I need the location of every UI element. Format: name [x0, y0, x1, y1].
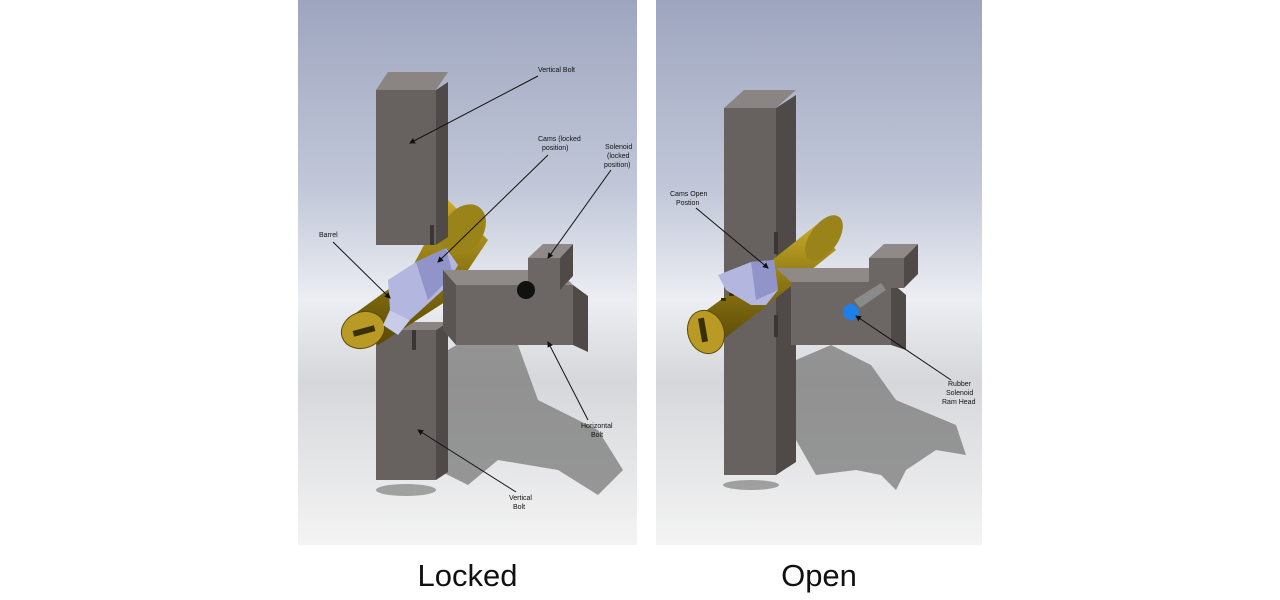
locked-diagram-panel: Vertical Bolt Cams (locked position) Sol… [298, 0, 637, 545]
label-horizontal-line2: Bolt [591, 432, 603, 439]
label-cams-line2: position) [542, 145, 568, 152]
label-horizontal-line1: Horizontal [581, 423, 613, 430]
vertical-bolt-bottom [376, 322, 448, 496]
solenoid-ram-head [517, 281, 535, 299]
cams-locked [383, 248, 458, 335]
label-cams-open-line2: Postion [676, 200, 699, 207]
label-cams-open-line1: Cams Open [670, 191, 707, 198]
solenoid-locked [517, 244, 573, 299]
solenoid-open [843, 244, 918, 320]
label-solenoid-line3: position) [604, 162, 630, 169]
caption-locked: Locked [417, 558, 518, 593]
label-vertical-bolt-top: Vertical Bolt [538, 67, 575, 74]
label-rubber-line2: Solenoid [946, 390, 973, 397]
open-diagram-panel: Cams Open Postion Rubber Solenoid Ram He… [656, 0, 982, 545]
rubber-ram-head [843, 304, 859, 320]
caption-open: Open [781, 558, 857, 593]
leader-arrows [332, 75, 612, 493]
floor-shadow [796, 345, 966, 490]
label-cams-line1: Cams (locked [538, 136, 581, 143]
label-rubber-line1: Rubber [948, 381, 972, 388]
label-solenoid-line2: (locked [607, 153, 630, 160]
label-vertical-bottom-line1: Vertical [509, 495, 532, 502]
label-vertical-bottom-line2: Bolt [513, 504, 525, 511]
cams-open [718, 260, 778, 305]
floor-shadow [438, 330, 623, 495]
leader-arrows [695, 207, 952, 381]
locked-diagram-svg: Vertical Bolt Cams (locked position) Sol… [298, 0, 637, 545]
label-rubber-line3: Ram Head [942, 399, 976, 406]
vertical-bolt-top [376, 72, 448, 245]
label-solenoid-line1: Solenoid [605, 144, 632, 151]
open-diagram-svg: Cams Open Postion Rubber Solenoid Ram He… [656, 0, 982, 545]
label-barrel: Barrel [319, 232, 338, 239]
